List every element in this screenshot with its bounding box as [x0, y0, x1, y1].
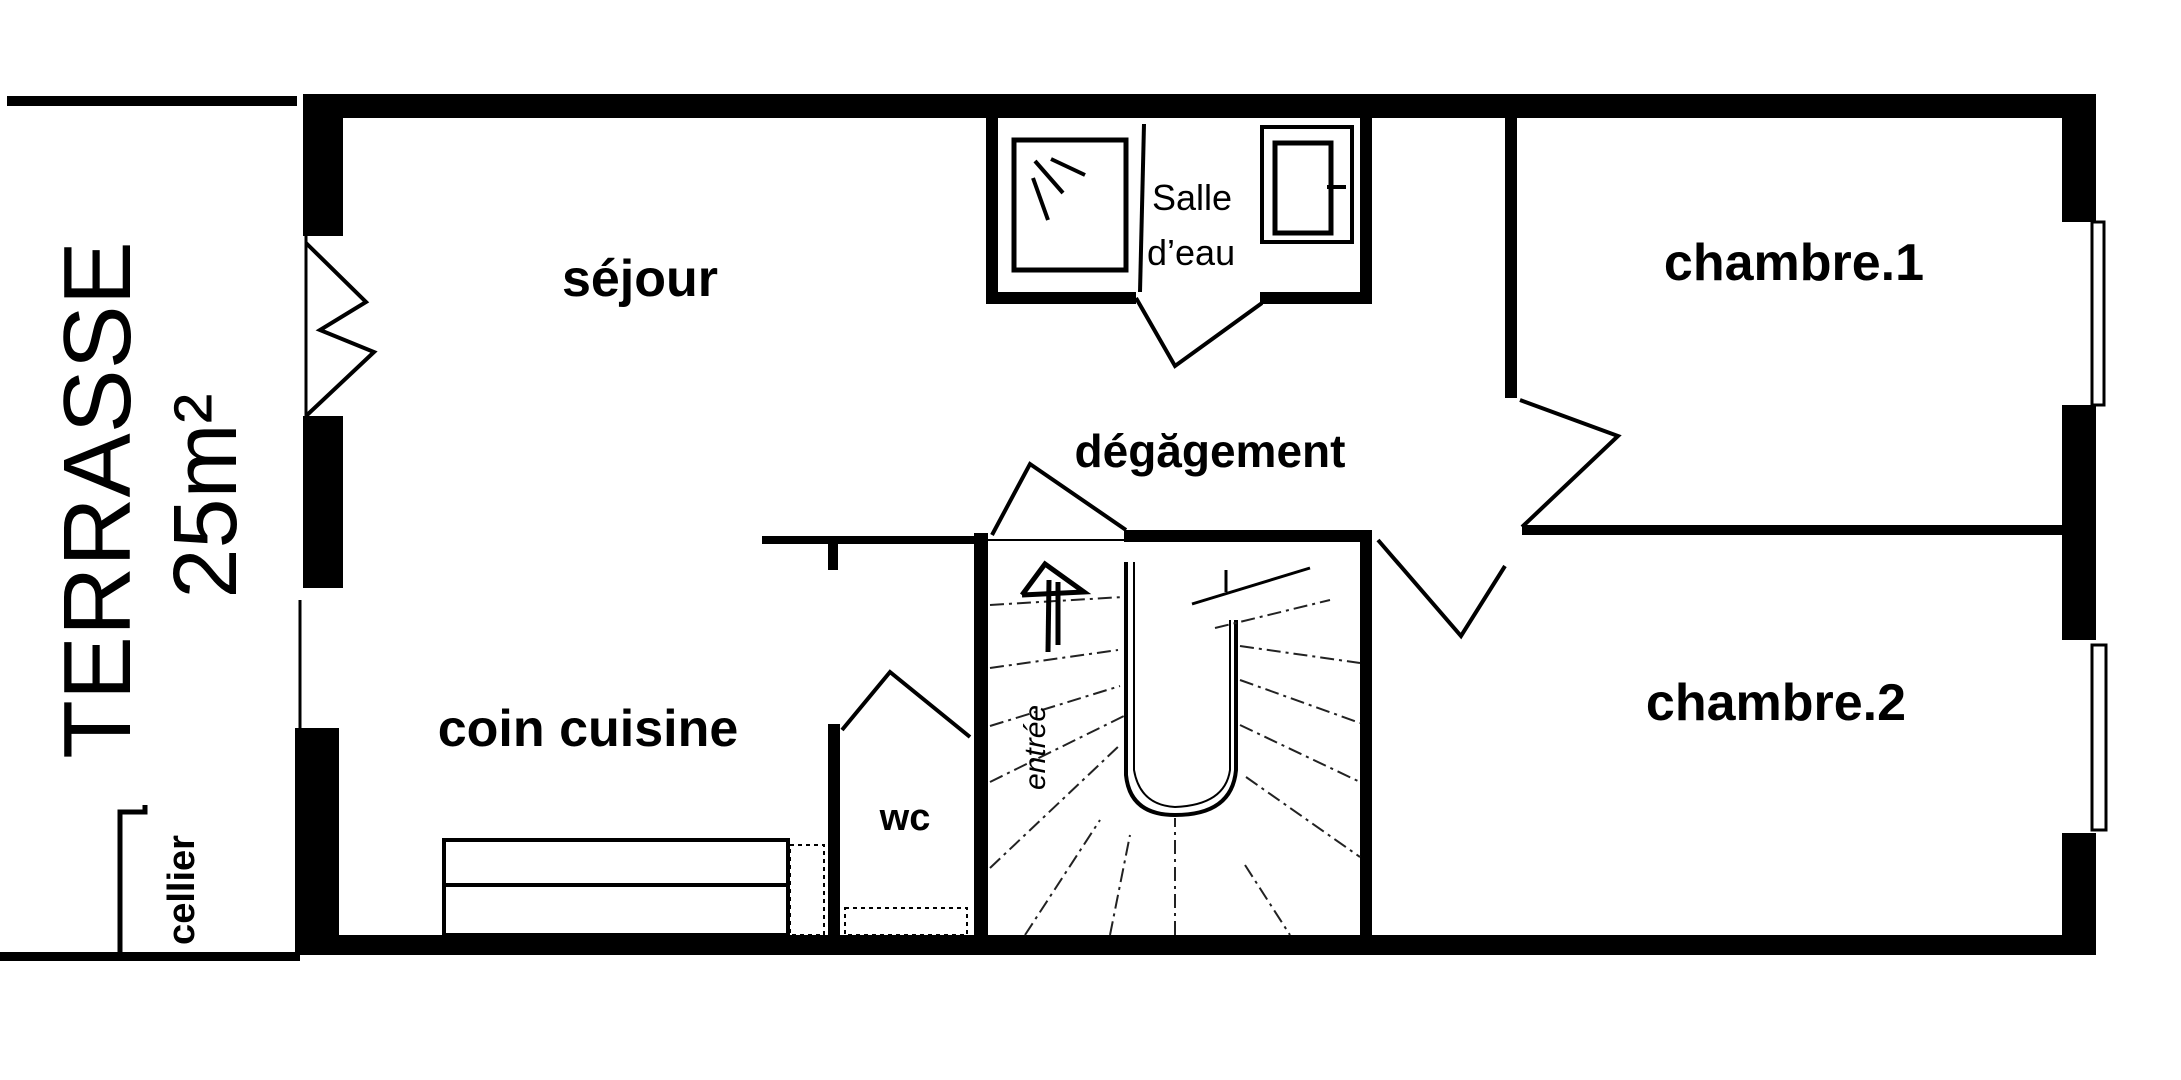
terrace-top-line — [7, 96, 297, 106]
door-swing — [990, 461, 1128, 536]
salle-deau-wall — [1360, 118, 1372, 301]
stairs-note: entrée — [1019, 705, 1052, 790]
room-label-cellier: cellier — [161, 835, 203, 945]
room-label-sejour: séjour — [562, 250, 718, 308]
stair-wall — [974, 533, 988, 938]
door-swing — [1376, 538, 1507, 640]
door-swing — [1134, 297, 1264, 369]
stair-wall — [1124, 530, 1370, 542]
door-swing — [1519, 398, 1622, 529]
chambre1-wall — [1505, 118, 1517, 398]
right-wall — [2062, 833, 2096, 955]
stair-wall — [1360, 530, 1372, 940]
left-wall — [295, 728, 339, 955]
sink-basin — [1272, 140, 1334, 236]
door-swing — [840, 669, 972, 739]
kitchen-counter — [442, 838, 790, 937]
window — [2090, 220, 2106, 407]
salle-deau-wall — [1260, 292, 1372, 304]
room-label-chambre2: chambre.2 — [1646, 674, 1906, 732]
counter-grid — [789, 844, 825, 936]
room-label-chambre1: chambre.1 — [1664, 234, 1924, 292]
staircase — [989, 562, 1361, 936]
room-label-salle-deau: d’eau — [1147, 232, 1235, 273]
top-wall — [303, 94, 2093, 118]
cellier-outline — [117, 805, 148, 958]
window — [2090, 643, 2108, 832]
wc-wall — [828, 724, 840, 939]
sink — [1260, 125, 1354, 244]
room-label-coin-cuisine: coin cuisine — [438, 700, 739, 758]
chambre-divider-wall — [1522, 525, 2064, 535]
salle-deau-wall — [986, 292, 1136, 304]
room-label-terrasse: TERRASSE — [44, 241, 151, 758]
right-wall — [2062, 405, 2096, 640]
wc-floor-tiles — [844, 907, 968, 936]
left-wall — [303, 94, 343, 236]
terrasse-area: 25m² — [156, 393, 256, 598]
window-casement — [304, 241, 378, 418]
kitchen-wall — [762, 536, 982, 544]
bottom-wall — [303, 935, 2093, 955]
salle-deau-wall — [986, 118, 998, 301]
room-label-wc: wc — [879, 797, 931, 839]
room-label-degagement: dégăgement — [1075, 425, 1346, 477]
kitchen-wall — [828, 540, 838, 570]
room-label-salle-deau: Salle — [1152, 177, 1232, 218]
terrace-bottom-line — [0, 952, 300, 961]
left-wall — [303, 416, 343, 588]
shower — [1011, 137, 1129, 273]
right-wall — [2062, 94, 2096, 222]
shower-spray-icon — [1031, 157, 1086, 221]
up-arrow-icon — [1019, 560, 1092, 653]
